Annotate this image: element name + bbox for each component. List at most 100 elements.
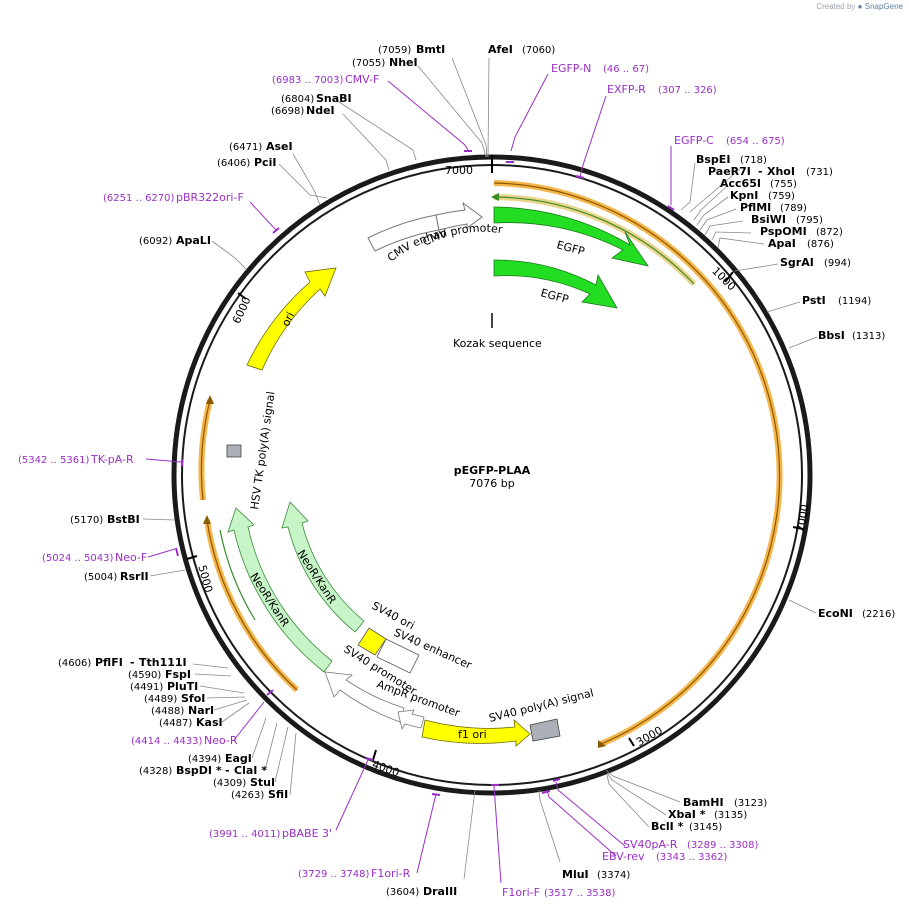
enzyme-labels: (7059) BmtI AfeI (7060) (7055) NheI (680… <box>58 43 895 898</box>
enzyme-pos-apai: (876) <box>807 239 834 250</box>
tick-marks <box>186 155 804 761</box>
left-orange-line-top <box>200 399 211 501</box>
neor-arrow-outer <box>227 507 333 673</box>
enzyme-pos-bspdi: (4328) <box>139 766 172 777</box>
enzyme-pos-sfoi: (4489) <box>144 694 177 705</box>
enzyme-pcii[interactable]: PciI <box>254 156 276 169</box>
label-ori: ori <box>279 310 297 329</box>
ampr-promoter-arrow <box>397 709 425 731</box>
primer-neo-f[interactable]: Neo-F <box>115 551 147 564</box>
enzyme-pos-sfii: (4263) <box>231 790 264 801</box>
enzyme-pos-bsiwi: (795) <box>796 215 823 226</box>
primer-sv40pa-r[interactable]: SV40pA-R <box>623 838 678 851</box>
primer-pos-pbr322ori-f: (6251 .. 6270) <box>103 193 175 204</box>
enzyme-xbai[interactable]: XbaI * <box>668 808 706 821</box>
enzyme-bbsi[interactable]: BbsI <box>818 329 845 342</box>
enzyme-pluti[interactable]: PluTI <box>167 680 198 693</box>
enzyme-snabi[interactable]: SnaBI <box>316 92 352 105</box>
primer-neo-r[interactable]: Neo-R <box>204 734 238 747</box>
enzyme-psti[interactable]: PstI <box>802 294 826 307</box>
enzyme-pos-pcii: (6406) <box>217 158 250 169</box>
enzyme-pos-afei: (7060) <box>522 45 555 56</box>
enzyme-pos-nhei: (7055) <box>352 58 385 69</box>
hsv-tk-box <box>226 444 242 458</box>
sv40-enhancer-box <box>376 638 420 674</box>
enzyme-pspomi[interactable]: PspOMI <box>760 225 807 238</box>
primer-pos-f1ori-r: (3729 .. 3748) <box>298 869 370 880</box>
enzyme-bstbi[interactable]: BstBI <box>107 513 140 526</box>
enzyme-pos-mlui: (3374) <box>597 870 630 881</box>
enzyme-pos-eagi: (4394) <box>188 754 221 765</box>
enzyme-bmti[interactable]: BmtI <box>416 43 445 56</box>
label-sv40-polya: SV40 poly(A) signal <box>488 686 595 725</box>
primer-egfp-n[interactable]: EGFP-N <box>551 62 591 75</box>
left-orange-line-bottom <box>206 519 298 691</box>
primer-tk-pa-r[interactable]: TK-pA-R <box>90 453 134 466</box>
enzyme-pos-xhoi: (731) <box>806 167 833 178</box>
enzyme-bspdi[interactable]: BspDI * <box>176 764 222 777</box>
tick-label-2000: 2000 <box>794 503 812 533</box>
primer-pos-sv40pa-r: (3289 .. 3308) <box>687 840 759 851</box>
primer-f1ori-f[interactable]: F1ori-F <box>502 886 540 899</box>
primer-pos-tk-pa-r: (5342 .. 5361) <box>18 455 90 466</box>
enzyme-asei[interactable]: AseI <box>266 140 293 153</box>
enzyme-sfii[interactable]: SfiI <box>268 788 288 801</box>
enzyme-pos-pluti: (4491) <box>130 682 163 693</box>
f1-ori-arrow <box>421 718 531 747</box>
primer-ebv-rev[interactable]: EBV-rev <box>602 850 645 863</box>
left-orange-arrowhead-bottom <box>203 515 211 524</box>
enzyme-afei[interactable]: AfeI <box>488 43 513 56</box>
label-cmv-enhancer: CMV enhancer <box>0 0 448 264</box>
enzyme-bamhi[interactable]: BamHI <box>683 796 724 809</box>
enzyme-nari[interactable]: NarI <box>188 704 214 717</box>
primer-pbr322ori-f[interactable]: pBR322ori-F <box>176 191 244 204</box>
enzyme-pos-bmti: (7059) <box>378 45 411 56</box>
primer-pos-egfp-c: (654 .. 675) <box>726 136 785 147</box>
enzyme-draiii[interactable]: DraIII <box>423 885 457 898</box>
primer-egfp-c[interactable]: EGFP-C <box>674 134 714 147</box>
label-f1-ori: f1 ori <box>458 728 487 741</box>
enzyme-fspi[interactable]: FspI <box>165 668 191 681</box>
primer-pos-f1ori-f: (3517 .. 3538) <box>544 888 616 899</box>
enzyme-rsrii[interactable]: RsrII <box>120 570 149 583</box>
enzyme-sfoi[interactable]: SfoI <box>181 692 205 705</box>
enzyme-eagi[interactable]: EagI <box>225 752 252 765</box>
enzyme-mlui[interactable]: MluI <box>562 868 589 881</box>
enzyme-bcli[interactable]: BclI * <box>651 820 684 833</box>
enzyme-pos-bspei: (718) <box>740 155 767 166</box>
enzyme-kasi[interactable]: KasI <box>196 716 223 729</box>
primer-leader-lines <box>145 73 672 884</box>
primer-pos-cmv-f: (6983 .. 7003) <box>272 75 344 86</box>
enzyme-dash-clai: - <box>225 764 230 777</box>
enzyme-clai[interactable]: ClaI * <box>234 764 267 777</box>
enzyme-apai[interactable]: ApaI <box>768 237 796 250</box>
credit-prefix: Created by <box>816 2 856 11</box>
primer-labels: (6983 .. 7003) CMV-F EGFP-N (46 .. 67) E… <box>18 62 785 899</box>
enzyme-acc65i[interactable]: Acc65I <box>720 177 761 190</box>
enzyme-nhei[interactable]: NheI <box>389 56 418 69</box>
primer-exfp-r[interactable]: EXFP-R <box>607 83 646 96</box>
primer-f1ori-r[interactable]: F1ori-R <box>371 867 411 880</box>
enzyme-apali[interactable]: ApaLI <box>176 234 211 247</box>
enzyme-xhoi[interactable]: XhoI <box>767 165 795 178</box>
primer-pos-egfp-n: (46 .. 67) <box>603 64 649 75</box>
enzyme-dash-tth111i: - <box>130 656 135 669</box>
enzyme-sgrai[interactable]: SgrAI <box>780 256 814 269</box>
enzyme-kpni[interactable]: KpnI <box>730 189 758 202</box>
enzyme-pflmi[interactable]: PflMI <box>740 201 771 214</box>
primer-pbabe-3[interactable]: pBABE 3' <box>282 827 332 840</box>
enzyme-ndei[interactable]: NdeI <box>306 104 335 117</box>
enzyme-pflfi[interactable]: PflFI <box>95 656 123 669</box>
insert-arc-line <box>493 182 781 745</box>
enzyme-bsiwi[interactable]: BsiWI <box>751 213 786 226</box>
enzyme-pos-snabi: (6804) <box>281 94 314 105</box>
label-kozak: Kozak sequence <box>453 337 542 350</box>
enzyme-pos-bamhi: (3123) <box>734 798 767 809</box>
enzyme-tth111i[interactable]: Tth111I <box>139 656 187 669</box>
enzyme-stui[interactable]: StuI <box>250 776 275 789</box>
enzyme-paer7i[interactable]: PaeR7I <box>708 165 751 178</box>
primer-cmv-f[interactable]: CMV-F <box>345 73 379 86</box>
enzyme-pos-bbsi: (1313) <box>852 331 885 342</box>
enzyme-econi[interactable]: EcoNI <box>818 607 853 620</box>
enzyme-bspei[interactable]: BspEI <box>696 153 730 166</box>
